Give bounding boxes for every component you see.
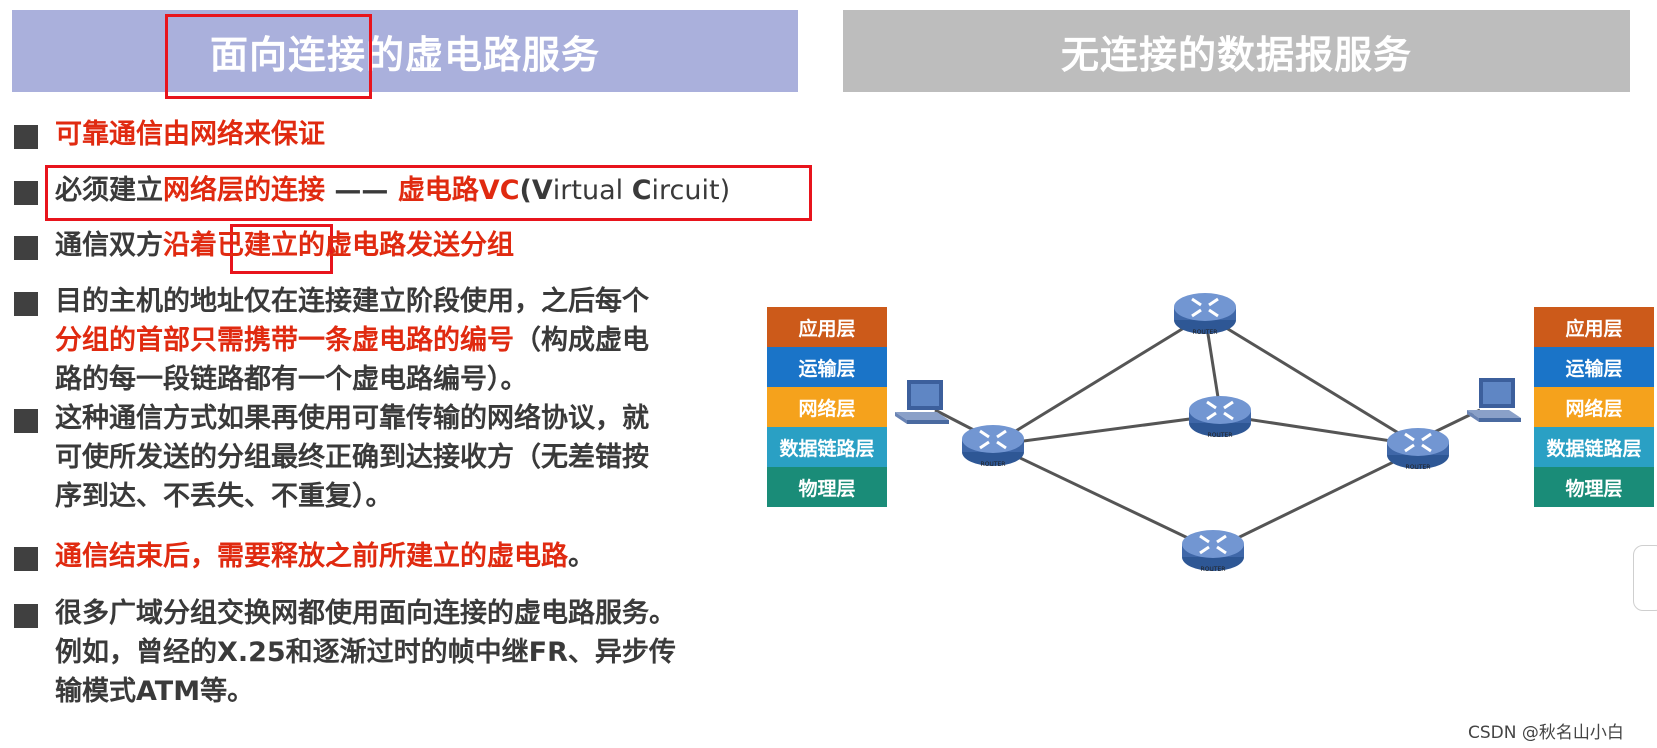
bullet-text: C	[631, 175, 652, 206]
bullet-text-emphasis: 已建立	[217, 230, 298, 261]
svg-text:ROUTER: ROUTER	[1208, 432, 1233, 439]
svg-text:ROUTER: ROUTER	[1406, 464, 1431, 471]
watermark: CSDN @秋名山小白	[1468, 723, 1624, 743]
layer-network: 网络层	[767, 387, 887, 427]
highlight-box-established	[230, 224, 333, 274]
layer-application: 应用层	[767, 307, 887, 347]
bullet-text-emphasis: 沿着	[163, 230, 217, 261]
bullet-text-emphasis: 的虚电路发送分组	[298, 230, 514, 261]
bullet-text: 可使所发送的分组最终正确到达接收方（无差错按	[55, 442, 649, 473]
bullet-text: 很多广域分组交换网都使用面向连接的虚电路服务。	[55, 598, 676, 629]
svg-text:ROUTER: ROUTER	[1201, 566, 1226, 573]
host-computer-icon	[1465, 376, 1523, 432]
bullet-text: V	[531, 175, 553, 206]
bullet-text: 。	[568, 541, 595, 572]
bullet-text-emphasis: 网络层的连接	[163, 175, 325, 206]
right-header: 无连接的数据报服务	[843, 10, 1630, 92]
bullet-text: 例如，曾经的X.25和逐渐过时的帧中继FR、异步传	[55, 637, 676, 668]
bullet-text: 必须建立	[55, 175, 163, 206]
bullet-text: ircuit)	[651, 175, 731, 206]
bullet-text: （构成虚电	[514, 325, 649, 356]
left-header-title: 面向连接的虚电路服务	[209, 32, 600, 77]
side-handle[interactable]	[1633, 545, 1657, 611]
bullet-square-icon	[14, 236, 38, 260]
router-icon: ROUTER	[1180, 527, 1246, 575]
bullet-text-emphasis: 通信结束后，需要释放之前所建立的虚电路	[55, 541, 568, 572]
protocol-stack-right: 应用层 运输层 网络层 数据链路层 物理层	[1534, 307, 1654, 507]
bullet-square-icon	[14, 409, 38, 433]
bullet-square-icon	[14, 181, 38, 205]
highlight-box-title	[165, 14, 372, 99]
svg-text:ROUTER: ROUTER	[981, 461, 1006, 468]
highlight-box-vc-line	[45, 165, 812, 221]
layer-application: 应用层	[1534, 307, 1654, 347]
bullet-square-icon	[14, 604, 38, 628]
router-icon: ROUTER	[1187, 393, 1253, 441]
layer-physical: 物理层	[1534, 467, 1654, 507]
right-header-title: 无连接的数据报服务	[1060, 32, 1412, 77]
bullet-text: ——	[325, 175, 398, 206]
protocol-stack-left: 应用层 运输层 网络层 数据链路层 物理层	[767, 307, 887, 507]
router-icon: ROUTER	[1385, 425, 1451, 473]
bullet-square-icon	[14, 547, 38, 571]
router-icon: ROUTER	[1172, 290, 1238, 338]
bullet-text-emphasis: 分组的首部只需携带一条虚电路的编号	[55, 325, 514, 356]
bullet-text: 这种通信方式如果再使用可靠传输的网络协议，就	[55, 403, 649, 434]
left-header: 面向连接的虚电路服务	[12, 10, 798, 92]
layer-data-link: 数据链路层	[1534, 427, 1654, 467]
layer-data-link: 数据链路层	[767, 427, 887, 467]
bullet-text: 通信双方	[55, 230, 163, 261]
bullet-text: 路的每一段链路都有一个虚电路编号）。	[55, 364, 528, 395]
host-computer-icon	[893, 378, 951, 434]
layer-network: 网络层	[1534, 387, 1654, 427]
svg-text:ROUTER: ROUTER	[1193, 329, 1218, 336]
bullet-text: (	[519, 175, 532, 206]
layer-transport: 运输层	[767, 347, 887, 387]
bullet-text-emphasis: 虚电路VC	[397, 175, 520, 206]
router-icon: ROUTER	[960, 422, 1026, 470]
link	[992, 413, 1221, 447]
layer-physical: 物理层	[767, 467, 887, 507]
bullet-text: 可靠通信由网络来保证	[55, 119, 325, 150]
bullet-square-icon	[14, 292, 38, 316]
bullet-text: irtual	[552, 175, 632, 206]
bullet-text: 输模式ATM等。	[55, 676, 255, 707]
layer-transport: 运输层	[1534, 347, 1654, 387]
bullet-text: 序到达、不丢失、不重复）。	[55, 481, 393, 512]
bullet-square-icon	[14, 125, 38, 149]
bullet-text: 目的主机的地址仅在连接建立阶段使用，之后每个	[55, 286, 649, 317]
